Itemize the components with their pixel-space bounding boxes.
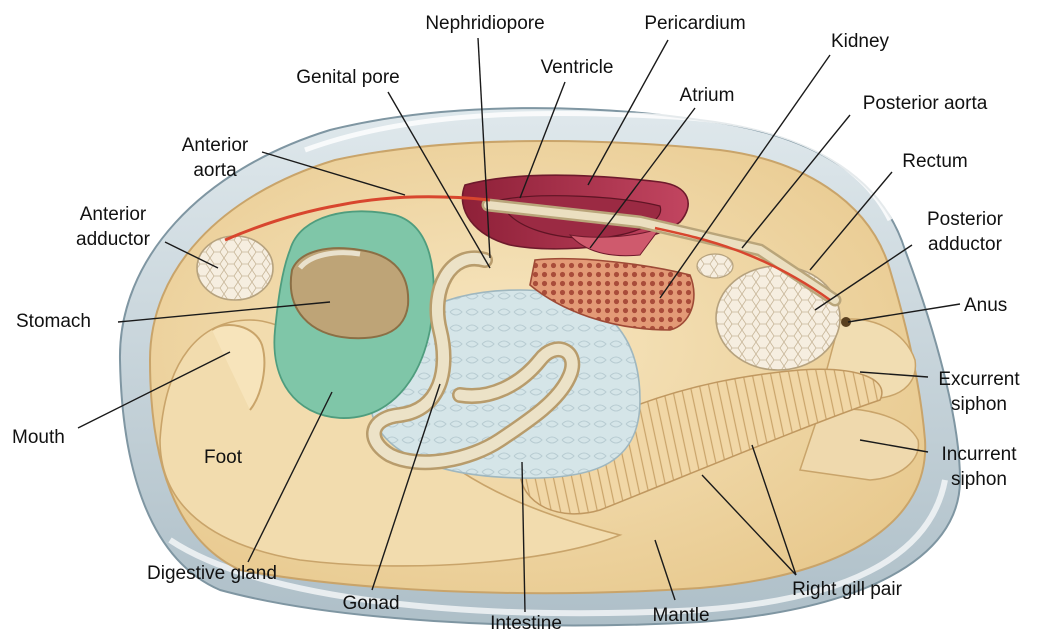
- anterior-adductor: [197, 236, 273, 300]
- label-mouth: Mouth: [12, 426, 65, 449]
- posterior-adductor-small: [697, 254, 733, 278]
- label-atrium: Atrium: [662, 84, 752, 107]
- label-gonad: Gonad: [326, 592, 416, 615]
- label-excurrent-siphon-line2: siphon: [924, 393, 1034, 416]
- label-posterior-adductor-line2: adductor: [910, 233, 1020, 256]
- label-rectum: Rectum: [880, 150, 990, 173]
- label-anterior-aorta-line1: Anterior: [160, 134, 270, 157]
- label-anus: Anus: [964, 294, 1007, 317]
- label-intestine: Intestine: [476, 612, 576, 635]
- label-anterior-adductor-line2: adductor: [58, 228, 168, 251]
- label-ventricle: Ventricle: [522, 56, 632, 79]
- label-posterior-adductor-line1: Posterior: [910, 208, 1020, 231]
- label-kidney: Kidney: [805, 30, 915, 53]
- label-foot: Foot: [204, 446, 242, 469]
- label-digestive-gland: Digestive gland: [122, 562, 302, 585]
- label-excurrent-siphon-line1: Excurrent: [924, 368, 1034, 391]
- label-posterior-aorta: Posterior aorta: [845, 92, 1005, 115]
- label-genital-pore: Genital pore: [278, 66, 418, 89]
- label-pericardium: Pericardium: [625, 12, 765, 35]
- label-incurrent-siphon-line2: siphon: [924, 468, 1034, 491]
- label-mantle: Mantle: [636, 604, 726, 627]
- label-incurrent-siphon-line1: Incurrent: [924, 443, 1034, 466]
- label-anterior-aorta-line2: aorta: [160, 159, 270, 182]
- posterior-adductor: [716, 266, 840, 370]
- label-nephridiopore: Nephridiopore: [410, 12, 560, 35]
- label-anterior-adductor-line1: Anterior: [58, 203, 168, 226]
- label-stomach: Stomach: [16, 310, 91, 333]
- label-right-gill-pair: Right gill pair: [762, 578, 932, 601]
